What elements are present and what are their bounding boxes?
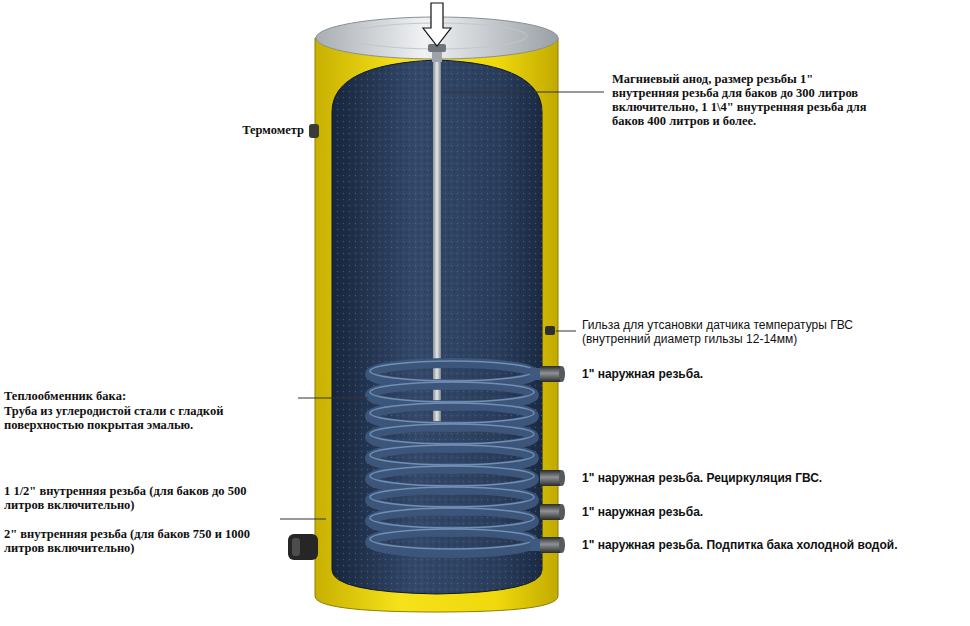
coil-highlight (370, 424, 534, 444)
leader-line (280, 519, 326, 520)
callout-label: Гильза для утсановки датчика температуры… (582, 318, 882, 346)
inner-tank (332, 60, 542, 594)
leader-line (298, 398, 368, 399)
fitting-end (559, 504, 565, 520)
callout-label: 1" наружная резьба. Подпитка бака холодн… (582, 538, 898, 552)
callout-label: 2" внутренняя резьба (для баков 750 и 10… (4, 527, 274, 555)
coil-highlight (370, 382, 534, 402)
sensor-sleeve (545, 326, 555, 335)
anode-neck (432, 52, 442, 62)
heat-exchanger-coil (370, 361, 534, 553)
coil-highlight (370, 508, 534, 528)
top-arrow (423, 3, 451, 46)
fitting-end (559, 366, 565, 382)
callout-label: Термометр (242, 123, 304, 137)
callout-label: 1" наружная резьба. (582, 367, 703, 381)
coil-highlight (370, 529, 534, 549)
fitting-end (559, 470, 565, 486)
callout-label: 1 1/2" внутренняя резьба (для баков до 5… (4, 484, 274, 512)
plug-highlight (292, 538, 300, 556)
fitting-end (559, 537, 565, 553)
callout-label: Труба из углеродистой стали с гладкой по… (4, 404, 292, 432)
drain-plug (288, 534, 318, 560)
coil-highlight (370, 403, 534, 423)
callout-label: 1" наружная резьба. Рециркуляция ГВС. (582, 471, 822, 485)
fitting (540, 504, 562, 520)
fitting (540, 470, 562, 486)
leader-line (556, 331, 576, 332)
coil-highlight (370, 487, 534, 507)
leader-line (442, 92, 604, 93)
magnesium-anode (433, 62, 441, 424)
callout-label: 1" наружная резьба. (582, 505, 703, 519)
thermometer-port (309, 124, 319, 138)
callout-label: Теплообменник бака: (4, 389, 292, 403)
callout-label: Магниевый анод, размер резьбы 1" внутрен… (612, 72, 867, 128)
insulation-shell (315, 38, 558, 612)
fitting (540, 537, 562, 553)
enamel-texture (332, 60, 542, 594)
fitting (540, 366, 562, 382)
coil-highlight (370, 466, 534, 486)
coil-highlight (370, 445, 534, 465)
coil-highlight (370, 361, 534, 381)
